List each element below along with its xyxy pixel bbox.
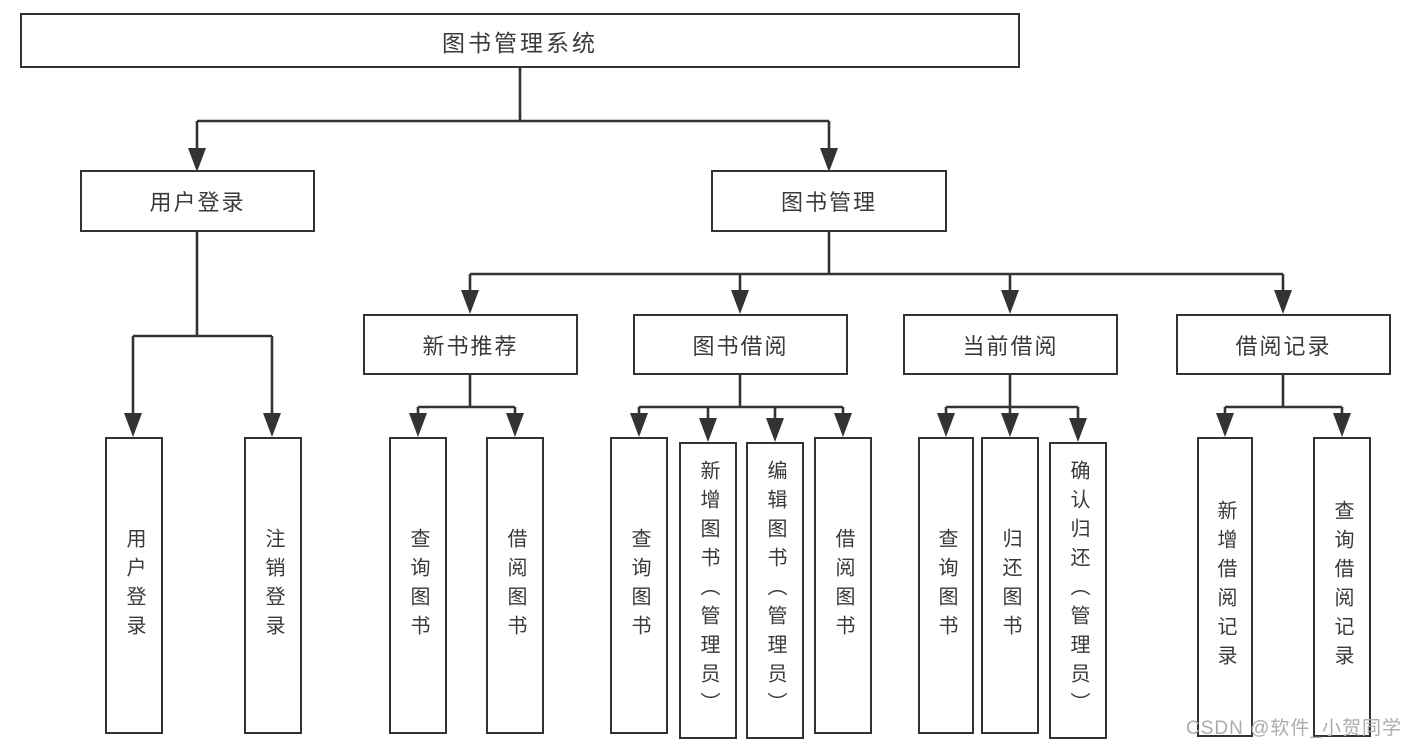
leaf-add-borrow-record: 新增借阅记录 <box>1197 437 1253 737</box>
node-library-management-system: 图书管理系统 <box>20 13 1020 68</box>
csdn-watermark: CSDN @软件_小贺同学 <box>1186 718 1402 739</box>
leaf-borrow-books: 借阅图书 <box>814 437 872 734</box>
node-user-login: 用户登录 <box>80 170 315 232</box>
arrowheads <box>124 148 1351 442</box>
leaf-return-book: 归还图书 <box>981 437 1039 734</box>
leaf-logout: 注销登录 <box>244 437 302 734</box>
leaf-query-books-borrowing: 查询图书 <box>610 437 668 734</box>
leaf-edit-book-admin: 编辑图书（管理员） <box>746 442 804 739</box>
node-current-borrowing: 当前借阅 <box>903 314 1118 375</box>
leaf-user-login: 用户登录 <box>105 437 163 734</box>
leaf-query-borrow-record: 查询借阅记录 <box>1313 437 1371 737</box>
node-book-management: 图书管理 <box>711 170 947 232</box>
leaf-query-books-current: 查询图书 <box>918 437 974 734</box>
leaf-add-book-admin: 新增图书（管理员） <box>679 442 737 739</box>
node-borrowing-records: 借阅记录 <box>1176 314 1391 375</box>
leaf-query-books-recommend: 查询图书 <box>389 437 447 734</box>
leaf-confirm-return-admin: 确认归还（管理员） <box>1049 442 1107 739</box>
node-new-book-recommendation: 新书推荐 <box>363 314 578 375</box>
leaf-borrow-books-recommend: 借阅图书 <box>486 437 544 734</box>
node-book-borrowing: 图书借阅 <box>633 314 848 375</box>
